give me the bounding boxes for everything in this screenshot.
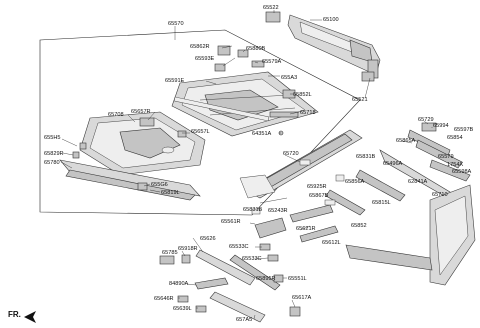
label-65925R: 65925R [307, 184, 327, 190]
front-floor-side-member [59, 159, 201, 201]
front-floor-members [159, 208, 301, 323]
label-65815L: 65815L [372, 200, 391, 206]
label-65570: 65570 [168, 21, 184, 27]
label-65729: 65729 [418, 117, 434, 123]
label-65854: 65854 [447, 135, 463, 141]
label-65867B: 65867B [309, 193, 329, 199]
label-65533C: 65533C [229, 244, 249, 250]
label-65100: 65100 [323, 17, 339, 23]
label-65785: 65785 [162, 250, 178, 256]
label-65621R: 65621R [296, 226, 316, 232]
label-65597B: 65597B [454, 127, 474, 133]
label-655H5: 655H5 [44, 135, 60, 141]
label-65829R: 65829R [44, 151, 64, 157]
center-floor-panel [79, 111, 206, 176]
label-657A5: 657A5 [236, 317, 252, 323]
label-65657R: 65657R [131, 109, 151, 115]
label-65646R: 65646R [154, 296, 174, 302]
label-65831B-2: 65831B [243, 207, 263, 213]
label-65862R: 65862R [190, 44, 210, 50]
label-65852L: 65852L [293, 92, 312, 98]
label-65617A: 65617A [292, 295, 312, 301]
label-65710: 65710 [432, 192, 448, 198]
label-65639L: 65639L [173, 306, 192, 312]
label-65780: 65780 [44, 160, 60, 166]
label-65561R: 65561R [221, 219, 241, 225]
label-65708: 65708 [108, 112, 124, 118]
label-65496A: 65496A [383, 161, 403, 167]
label-65880B: 65880B [246, 46, 266, 52]
label-65579A: 65579A [262, 59, 282, 65]
label-64351A: 64351A [252, 131, 272, 137]
label-65612L: 65612L [322, 240, 341, 246]
label-65521: 65521 [352, 97, 368, 103]
cross-members [289, 122, 471, 243]
rear-panel-assembly [265, 11, 381, 82]
label-65718: 65718 [300, 110, 316, 116]
front-direction-label: FR. [8, 310, 21, 319]
label-65593E: 65593E [195, 56, 215, 62]
label-65831B: 65831B [356, 154, 376, 160]
label-65243R: 65243R [268, 208, 288, 214]
label-62841A: 62841A [408, 179, 428, 185]
front-direction-indicator: FR. [8, 310, 36, 323]
label-65856A: 65856A [345, 179, 365, 185]
part-labels: 65570 65522 65100 65521 65862R 65880B 65… [44, 5, 474, 323]
label-65598A: 65598A [452, 169, 472, 175]
label-65865A: 65865A [396, 138, 416, 144]
label-65533C-2: 65533C [242, 256, 262, 262]
label-65522: 65522 [263, 5, 279, 11]
label-65591E: 65591E [165, 78, 185, 84]
label-65819L: 65819L [161, 190, 180, 196]
floor-brackets [72, 45, 299, 191]
label-65994: 65994 [433, 123, 449, 129]
label-1754X: 1754X [447, 162, 463, 168]
label-84890A: 84890A [169, 281, 189, 287]
leader-lines [60, 10, 433, 320]
rear-side-member-right [345, 149, 476, 286]
label-65551L: 65551L [288, 276, 307, 282]
label-655A3: 655A3 [281, 75, 297, 81]
label-65720: 65720 [283, 151, 299, 157]
label-65579: 65579 [438, 154, 454, 160]
label-65852: 65852 [351, 223, 367, 229]
front-arrow-icon [24, 311, 36, 323]
label-655G6: 655G6 [151, 182, 168, 188]
label-65895R: 65895R [256, 276, 276, 282]
label-65657L: 65657L [191, 129, 210, 135]
label-65626: 65626 [200, 236, 216, 242]
label-65918R: 65918R [178, 246, 198, 252]
